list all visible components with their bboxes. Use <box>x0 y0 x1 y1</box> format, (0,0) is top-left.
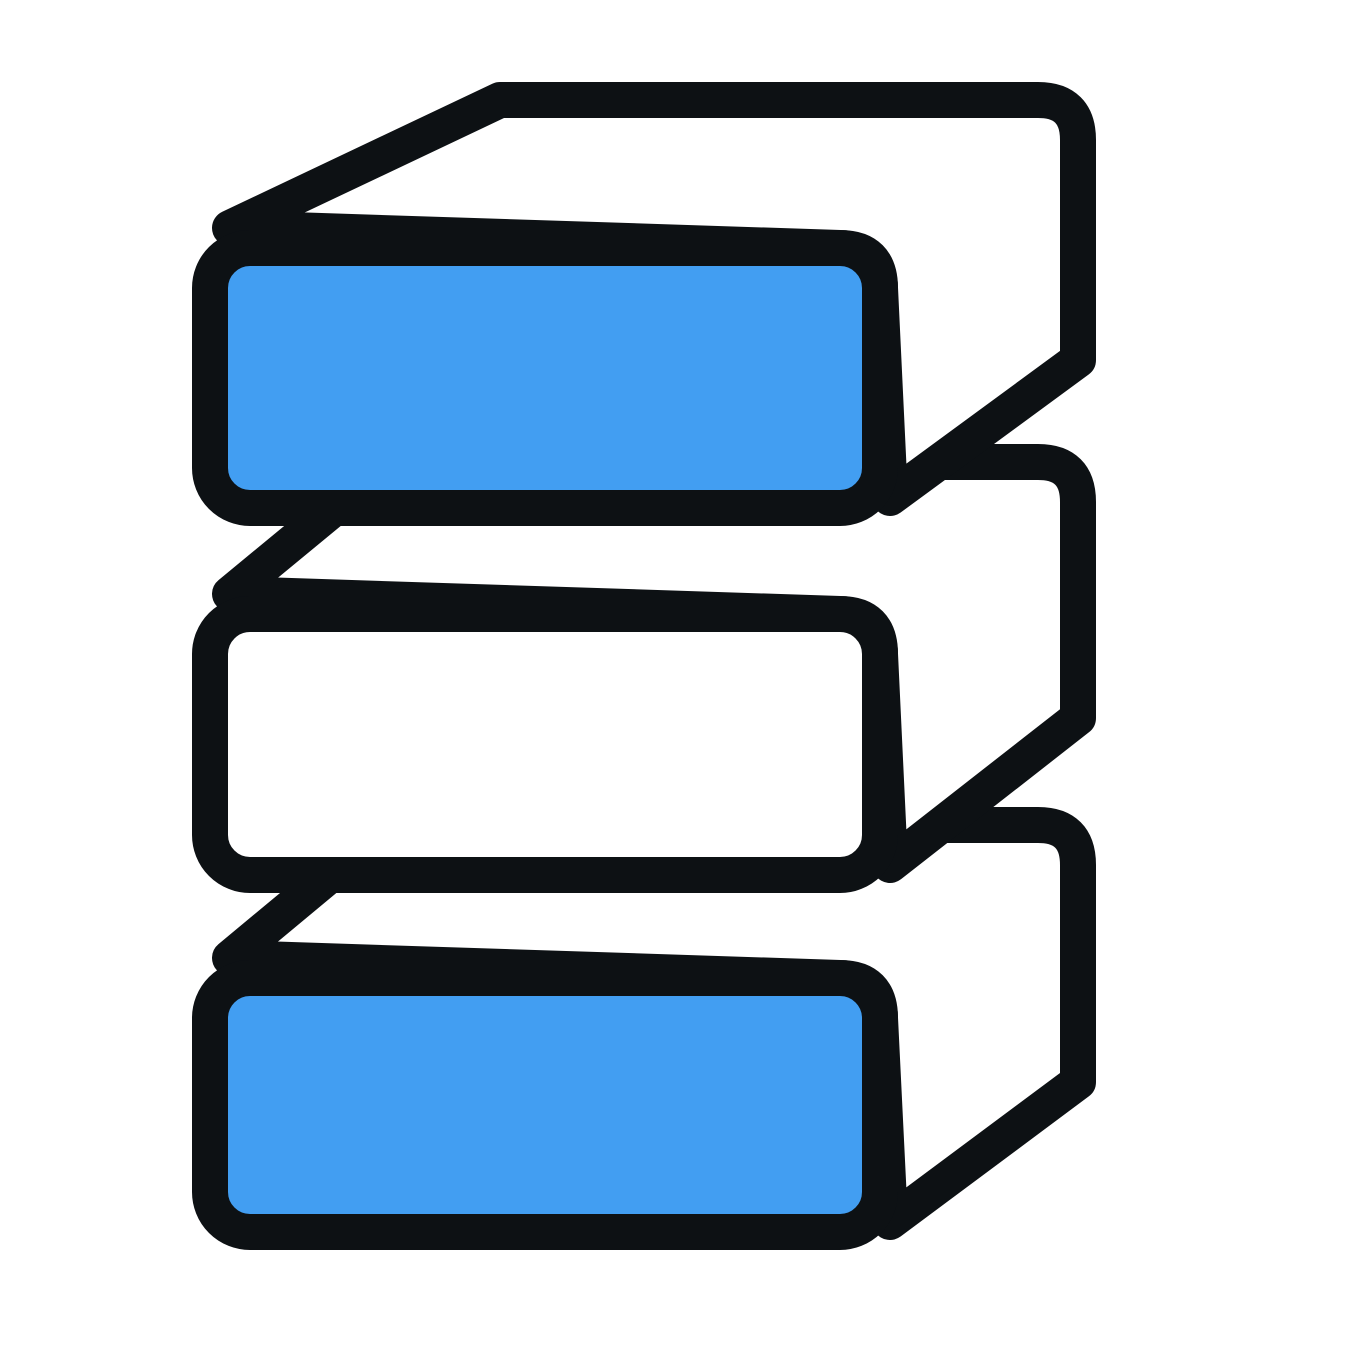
middle-block <box>192 444 1096 893</box>
top-block-front <box>192 230 898 526</box>
blocks-group <box>192 82 1096 1250</box>
top-block <box>192 82 1096 526</box>
middle-block-front <box>192 596 898 893</box>
bottom-block <box>192 807 1096 1250</box>
bottom-block-front <box>192 960 898 1250</box>
